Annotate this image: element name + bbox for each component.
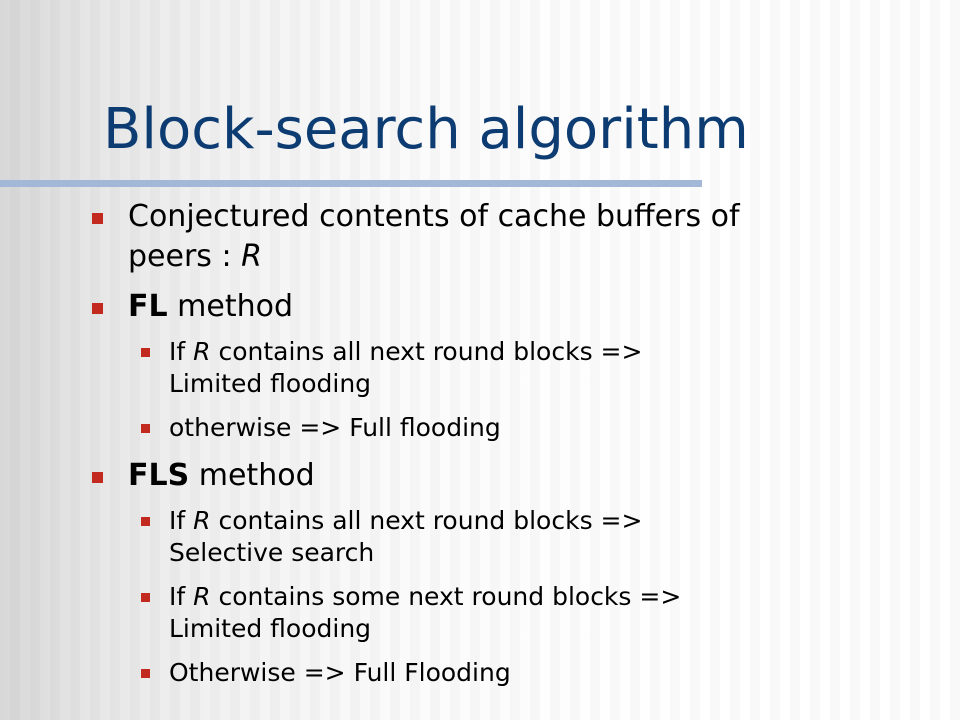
text-fragment: method <box>189 458 315 493</box>
bullet-square-icon <box>92 213 103 224</box>
sub-bullet-text-fl-1-line1: If R contains all next round blocks => <box>169 336 642 368</box>
sub-bullet-square-icon <box>141 348 150 357</box>
sub-bullet-text-fl-1-line2: Limited flooding <box>169 369 372 398</box>
text-fragment: contains some next round blocks => <box>210 582 682 611</box>
bullet-text-fl-method: FL method <box>128 287 293 327</box>
method-name-fl: FL <box>128 289 168 324</box>
bullet-square-icon <box>92 472 103 483</box>
sub-bullet-square-icon <box>141 517 150 526</box>
text-fragment: contains all next round blocks => <box>210 506 643 535</box>
sub-bullet-square-icon <box>141 669 150 678</box>
bullet-text-conjectured-line1: Conjectured contents of cache buffers of <box>128 199 740 234</box>
bullet-square-icon <box>92 303 103 314</box>
text-fragment: contains all next round blocks => <box>210 337 643 366</box>
sub-bullet-text-fl-2: otherwise => Full flooding <box>169 413 501 442</box>
sub-bullet-text-fls-2-line1: If R contains some next round blocks => <box>169 581 681 613</box>
variable-r: R <box>241 239 262 274</box>
variable-r: R <box>193 506 211 535</box>
sub-bullet-text-fls-3: Otherwise => Full Flooding <box>169 658 511 687</box>
bullet-text-fls-method: FLS method <box>128 456 315 496</box>
title-underline <box>0 180 702 187</box>
sub-bullet-square-icon <box>141 593 150 602</box>
sub-bullet-text-fls-1-line1: If R contains all next round blocks => <box>169 505 642 537</box>
method-name-fls: FLS <box>128 458 190 493</box>
bullet-text-conjectured-line2: peers : R <box>128 237 262 277</box>
text-fragment: peers : <box>128 239 242 274</box>
sub-bullet-text-fls-1-line2: Selective search <box>169 538 375 567</box>
variable-r: R <box>193 337 211 366</box>
text-fragment: method <box>167 289 293 324</box>
text-fragment: If <box>169 506 194 535</box>
sub-bullet-square-icon <box>141 424 150 433</box>
variable-r: R <box>193 582 211 611</box>
text-fragment: If <box>169 337 194 366</box>
slide-title: Block-search algorithm <box>103 97 749 162</box>
text-fragment: If <box>169 582 194 611</box>
sub-bullet-text-fls-2-line2: Limited flooding <box>169 614 372 643</box>
